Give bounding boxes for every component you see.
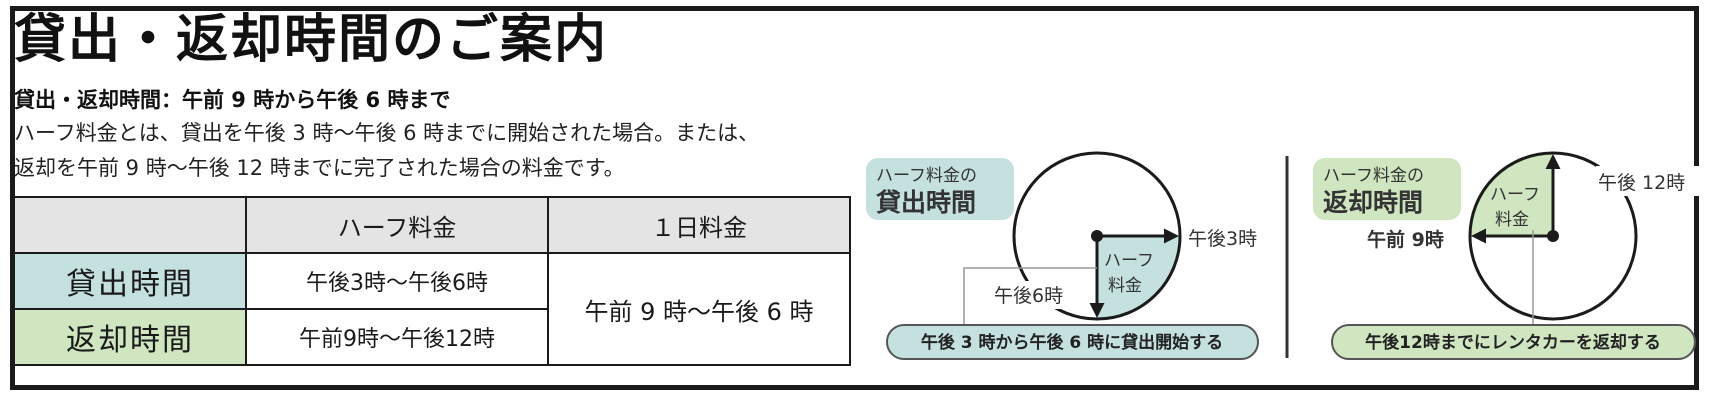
return-half-wedge [1470,153,1553,236]
row-label-lend: 貸出時間 [13,252,247,310]
lend-wedge-label-2: 料金 [1108,276,1142,296]
lend-wedge-label-1: ハーフ [1104,251,1154,271]
return-label-12pm-bg [1596,166,1702,196]
lend-caption: 午後 3 時から午後 6 時に貸出開始する [921,332,1223,353]
page-title: 貸出・返却時間のご案内 [14,10,609,70]
return-tag-bg [1313,158,1461,220]
lend-diagram: ハーフ料金の 貸出時間 午後3時 午後6時 ハーフ 料金 午後 3 時から午後 … [866,151,1259,360]
lend-half-time: 午後3時～午後6時 [245,252,549,310]
table-row: 貸出時間 午後3時～午後6時 午前 9 時～午後 6 時 [13,252,851,366]
half-fee-description: ハーフ料金とは、貸出を午後 3 時～午後 6 時までに開始された場合。または、 … [14,116,884,186]
description-line-2: 返却を午前 9 時～午後 12 時までに完了された場合の料金です。 [14,156,625,180]
return-clock-center [1547,230,1559,242]
return-wedge-label-1: ハーフ [1490,185,1540,205]
table-row: 返却時間 午前9時～午後12時 [13,308,850,366]
header-full-day-fee: １日料金 [547,196,851,254]
header-empty-cell [13,196,247,254]
lend-tag-line-1: ハーフ料金の [876,166,977,186]
return-clock-face [1468,151,1638,321]
return-half-time: 午前9時～午後12時 [245,308,549,366]
fee-table: ハーフ料金 １日料金 貸出時間 午後3時～午後6時 午前 9 時～午後 6 時 … [13,196,851,366]
lend-leader-line [963,267,1097,332]
full-day-time: 午前 9 時～午後 6 時 [547,252,851,366]
return-tag-line-1: ハーフ料金の [1323,166,1424,186]
return-diagram: ハーフ料金の 返却時間 午後 12時 午前 9時 ハーフ 料金 午後12時までに… [1313,151,1702,360]
return-caption-pill [1331,324,1696,360]
return-wedge-label-2: 料金 [1495,210,1529,230]
lend-clock-face [1012,151,1182,321]
return-label-12pm: 午後 12時 [1598,172,1685,194]
return-caption: 午後12時までにレンタカーを返却する [1365,332,1661,353]
fee-table-header-row: ハーフ料金 １日料金 [13,196,851,254]
lend-clock-center [1091,230,1103,242]
lend-caption-pill [886,324,1259,360]
lend-half-wedge [1097,236,1180,319]
return-tag-line-2: 返却時間 [1323,188,1423,217]
lend-label-3pm: 午後3時 [1188,228,1257,250]
lend-tag-bg [866,158,1014,220]
hours-subtitle: 貸出・返却時間：午前 9 時から午後 6 時まで [14,88,451,112]
header-half-fee: ハーフ料金 [245,196,549,254]
return-label-9am: 午前 9時 [1367,228,1444,251]
lend-label-6pm-bg [990,281,1084,309]
lend-label-6pm: 午後6時 [994,285,1063,307]
lend-tag-line-2: 貸出時間 [876,188,976,217]
row-label-return: 返却時間 [13,308,247,366]
description-line-1: ハーフ料金とは、貸出を午後 3 時～午後 6 時までに開始された場合。または、 [14,121,760,145]
